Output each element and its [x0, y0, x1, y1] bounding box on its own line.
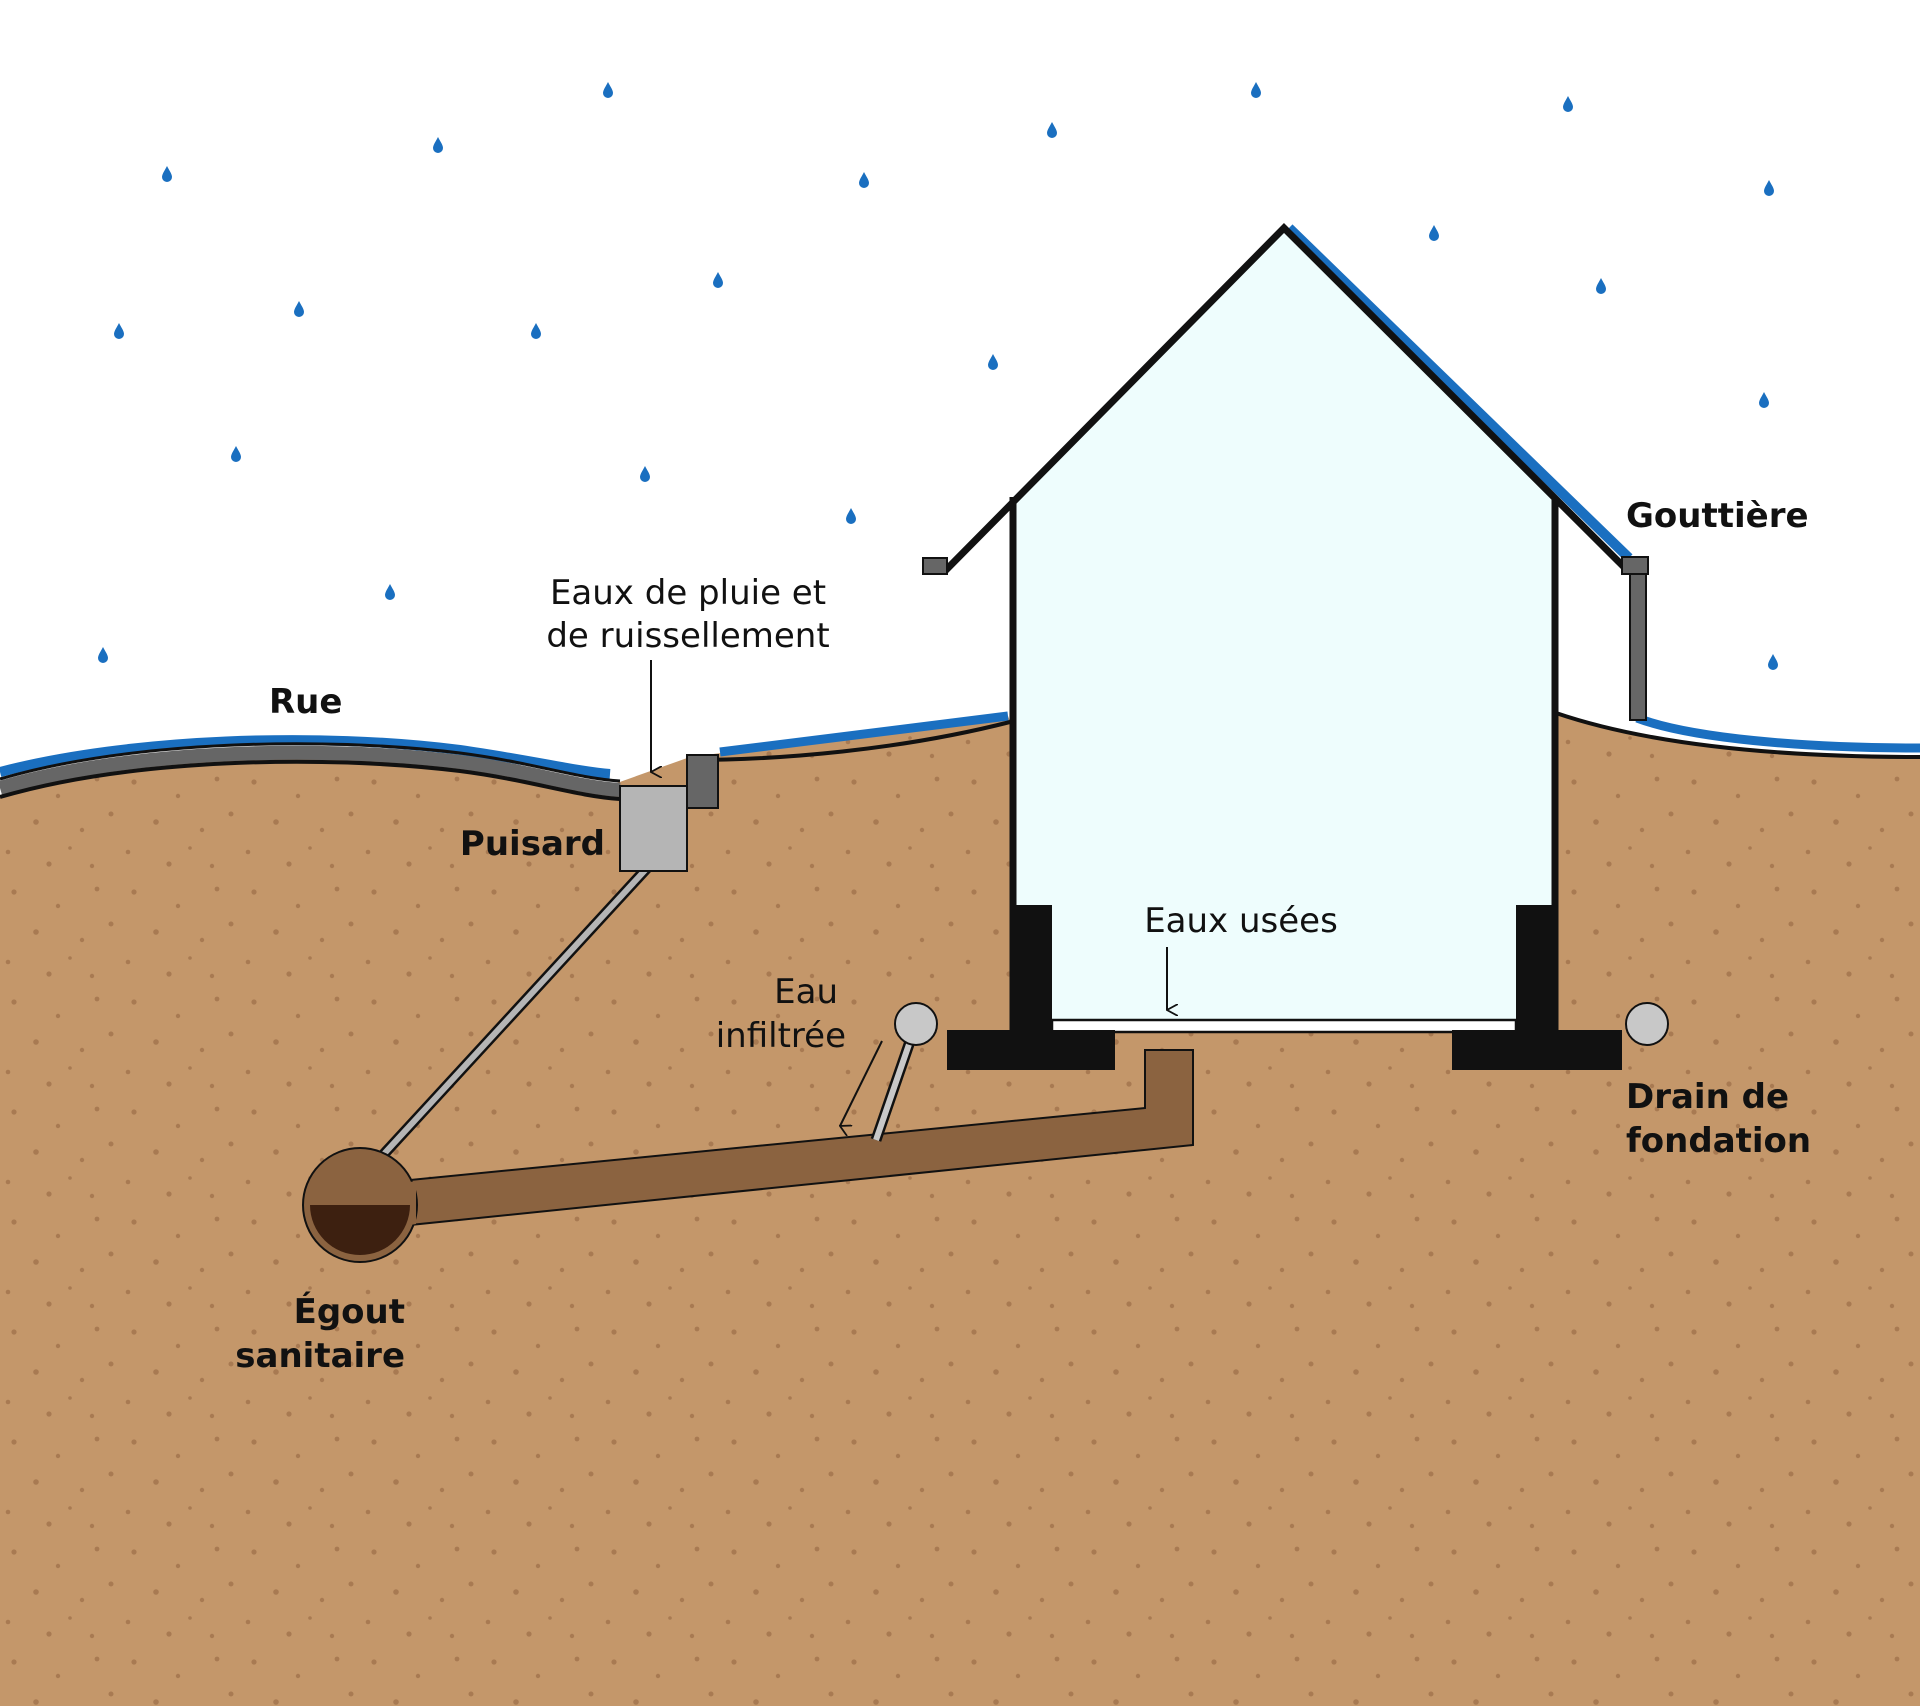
yard-water-right [1635, 713, 1920, 753]
footing-right [1452, 1030, 1622, 1070]
road [0, 745, 621, 797]
label-eaux-pluie-2: de ruissellement [546, 616, 829, 656]
ground-line-right [1555, 711, 1920, 759]
foundation-wall-left [1010, 905, 1052, 1033]
road-outline [0, 759, 621, 801]
catch-basin[interactable] [619, 785, 688, 872]
label-rue: Rue [269, 682, 342, 722]
foundation-drain-left[interactable] [894, 1002, 938, 1046]
catch-basin-grate [686, 754, 719, 809]
runoff-water [0, 735, 611, 779]
label-egout-1: Égout [294, 1291, 405, 1332]
label-puisard: Puisard [460, 824, 605, 864]
downspout [1629, 573, 1647, 721]
eave-left [922, 557, 948, 575]
label-eaux-pluie-1: Eaux de pluie et [550, 573, 826, 613]
road-outline-top [0, 742, 621, 783]
foundation-wall-right [1516, 905, 1558, 1033]
footing-left [947, 1030, 1115, 1070]
foundation-drain-right[interactable] [1625, 1002, 1669, 1046]
soil-right [1556, 713, 1920, 1706]
gutter[interactable] [1621, 556, 1649, 575]
label-egout-2: sanitaire [235, 1336, 405, 1376]
basement-floor [1050, 1018, 1518, 1034]
yard-water-left [719, 711, 1009, 757]
house-interior [1013, 228, 1555, 1030]
roof-water [1285, 224, 1633, 562]
label-drain-2: fondation [1626, 1121, 1811, 1161]
ground-line-left [689, 720, 1011, 762]
sewer-pipe-overlap [410, 1181, 416, 1225]
label-eaux-usees: Eaux usées [1144, 901, 1338, 941]
label-eau-infiltree-1: Eau [774, 972, 838, 1012]
label-drain-1: Drain de [1626, 1077, 1789, 1117]
label-gouttiere: Gouttière [1626, 496, 1809, 536]
arrow-infiltration [840, 1040, 883, 1126]
sewer-water [310, 1205, 410, 1255]
catch-basin-pipe-fill [380, 864, 651, 1158]
roof [941, 223, 1632, 575]
label-eau-infiltree-2: infiltrée [716, 1016, 846, 1056]
